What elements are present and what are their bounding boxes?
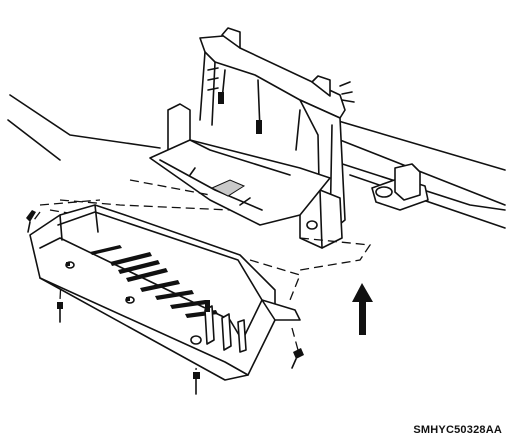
bolt-icon	[205, 300, 210, 312]
figure-reference-code: SMHYC50328AA	[413, 424, 502, 436]
mid-shield-tray	[149, 139, 331, 226]
upper-support-bracket	[167, 27, 355, 249]
vehicle-frame	[7, 94, 506, 229]
fasteners	[26, 210, 304, 395]
bolt-icon	[193, 372, 200, 395]
bolt-icon	[26, 210, 36, 233]
skid-plate-ribs	[90, 245, 218, 318]
arrow-up-icon	[352, 283, 373, 335]
bolt-icon	[291, 348, 304, 369]
skid-plate	[29, 204, 301, 381]
bolt-icon	[57, 302, 63, 323]
